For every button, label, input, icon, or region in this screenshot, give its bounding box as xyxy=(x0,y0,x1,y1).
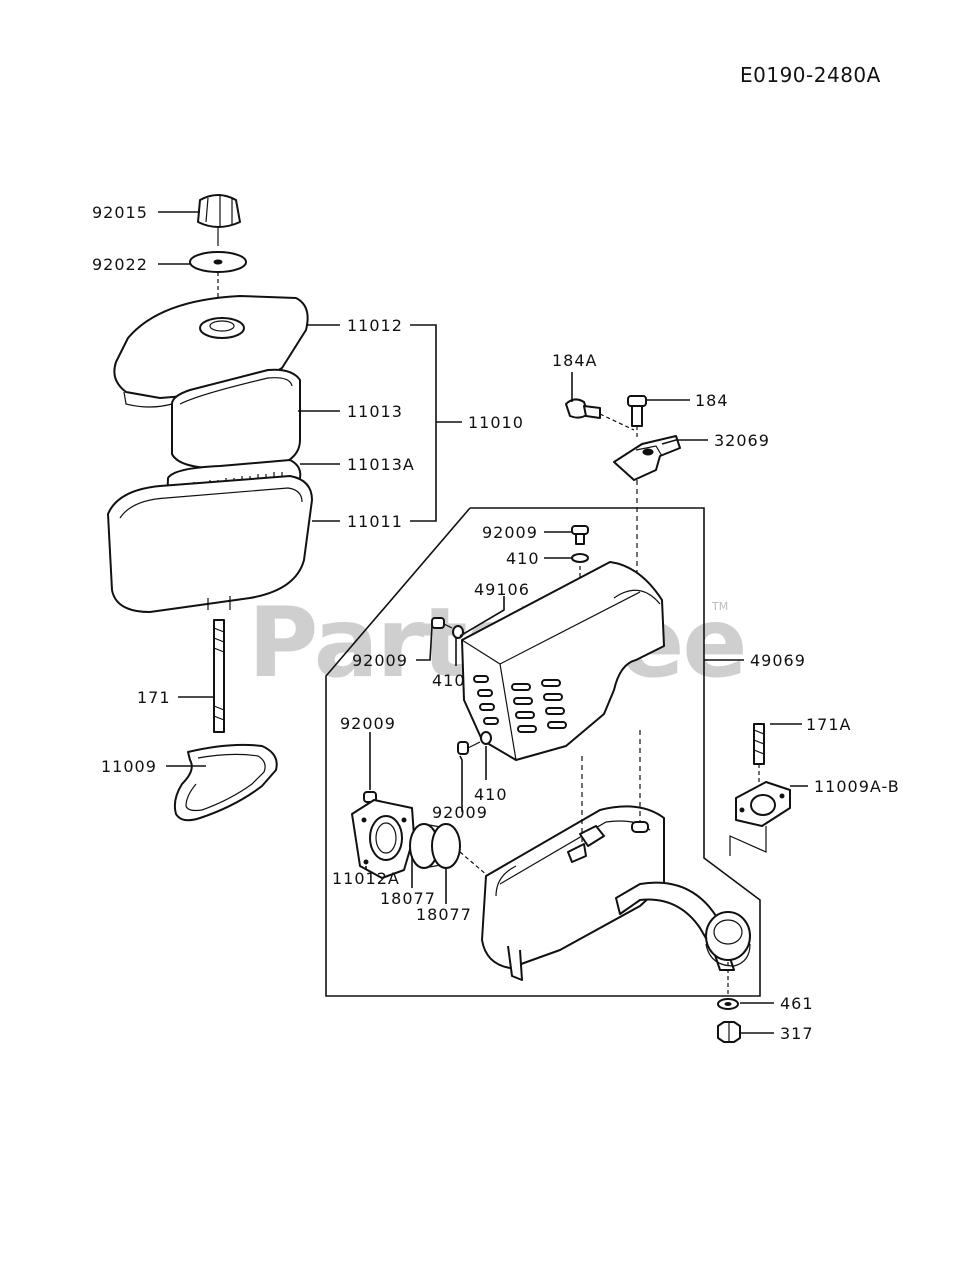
label-92009-mid: 92009 xyxy=(340,714,396,733)
heat-shield-part xyxy=(461,561,665,761)
label-32069: 32069 xyxy=(714,431,770,450)
washer-461-part xyxy=(717,998,739,1010)
assembly-frame xyxy=(325,507,761,997)
watermark-tm: TM xyxy=(711,600,728,613)
muffler-assembly xyxy=(351,395,791,1043)
nut-317-part xyxy=(717,1021,741,1043)
exhaust-pipe-part xyxy=(615,881,751,996)
part-labels: 92015 92022 11012 11013 11010 11013A 110… xyxy=(92,203,900,1043)
bracket-part xyxy=(613,435,681,481)
label-92015: 92015 xyxy=(92,203,148,222)
stud-part xyxy=(213,619,225,733)
cleaner-base-part xyxy=(107,475,313,613)
label-49106: 49106 xyxy=(474,580,530,599)
label-18077-a: 18077 xyxy=(380,889,436,908)
label-11010: 11010 xyxy=(468,413,524,432)
label-92009-top: 92009 xyxy=(482,523,538,542)
flange-part xyxy=(351,799,415,879)
label-171: 171 xyxy=(137,688,171,707)
label-11011: 11011 xyxy=(347,512,403,531)
screw-410-left-part xyxy=(431,617,464,639)
label-92009-left: 92009 xyxy=(352,651,408,670)
label-317: 317 xyxy=(780,1024,814,1043)
air-cleaner-leaders xyxy=(158,211,462,767)
label-92022: 92022 xyxy=(92,255,148,274)
screen-part-b xyxy=(431,823,489,877)
label-11013: 11013 xyxy=(347,402,403,421)
label-11012: 11012 xyxy=(347,316,403,335)
label-171a: 171A xyxy=(806,715,851,734)
washer-part xyxy=(189,251,247,312)
muffler-leaders xyxy=(365,372,808,1034)
label-11009a-b: 11009A-B xyxy=(814,777,900,796)
bolt-184-part xyxy=(627,395,647,440)
label-410-top: 410 xyxy=(506,549,540,568)
wing-nut-part xyxy=(197,194,241,246)
bolt-184a-part xyxy=(565,398,635,431)
label-11013a: 11013A xyxy=(347,455,415,474)
label-410-low: 410 xyxy=(474,785,508,804)
label-184a: 184A xyxy=(552,351,597,370)
label-92009-low: 92009 xyxy=(432,803,488,822)
label-184: 184 xyxy=(695,391,729,410)
gasket-part xyxy=(173,743,278,822)
label-49069: 49069 xyxy=(750,651,806,670)
muffler-body-part xyxy=(481,730,665,981)
screw-410-low-part xyxy=(457,731,492,755)
diagram-code: E0190-2480A xyxy=(740,63,881,87)
label-11009: 11009 xyxy=(101,757,157,776)
air-cleaner-assembly xyxy=(107,194,313,822)
stud-171a-part xyxy=(753,723,765,784)
label-410-left: 410 xyxy=(432,671,466,690)
label-461: 461 xyxy=(780,994,814,1013)
label-18077-b: 18077 xyxy=(416,905,472,924)
exhaust-gasket-part xyxy=(735,781,791,827)
label-11012a: 11012A xyxy=(332,869,400,888)
